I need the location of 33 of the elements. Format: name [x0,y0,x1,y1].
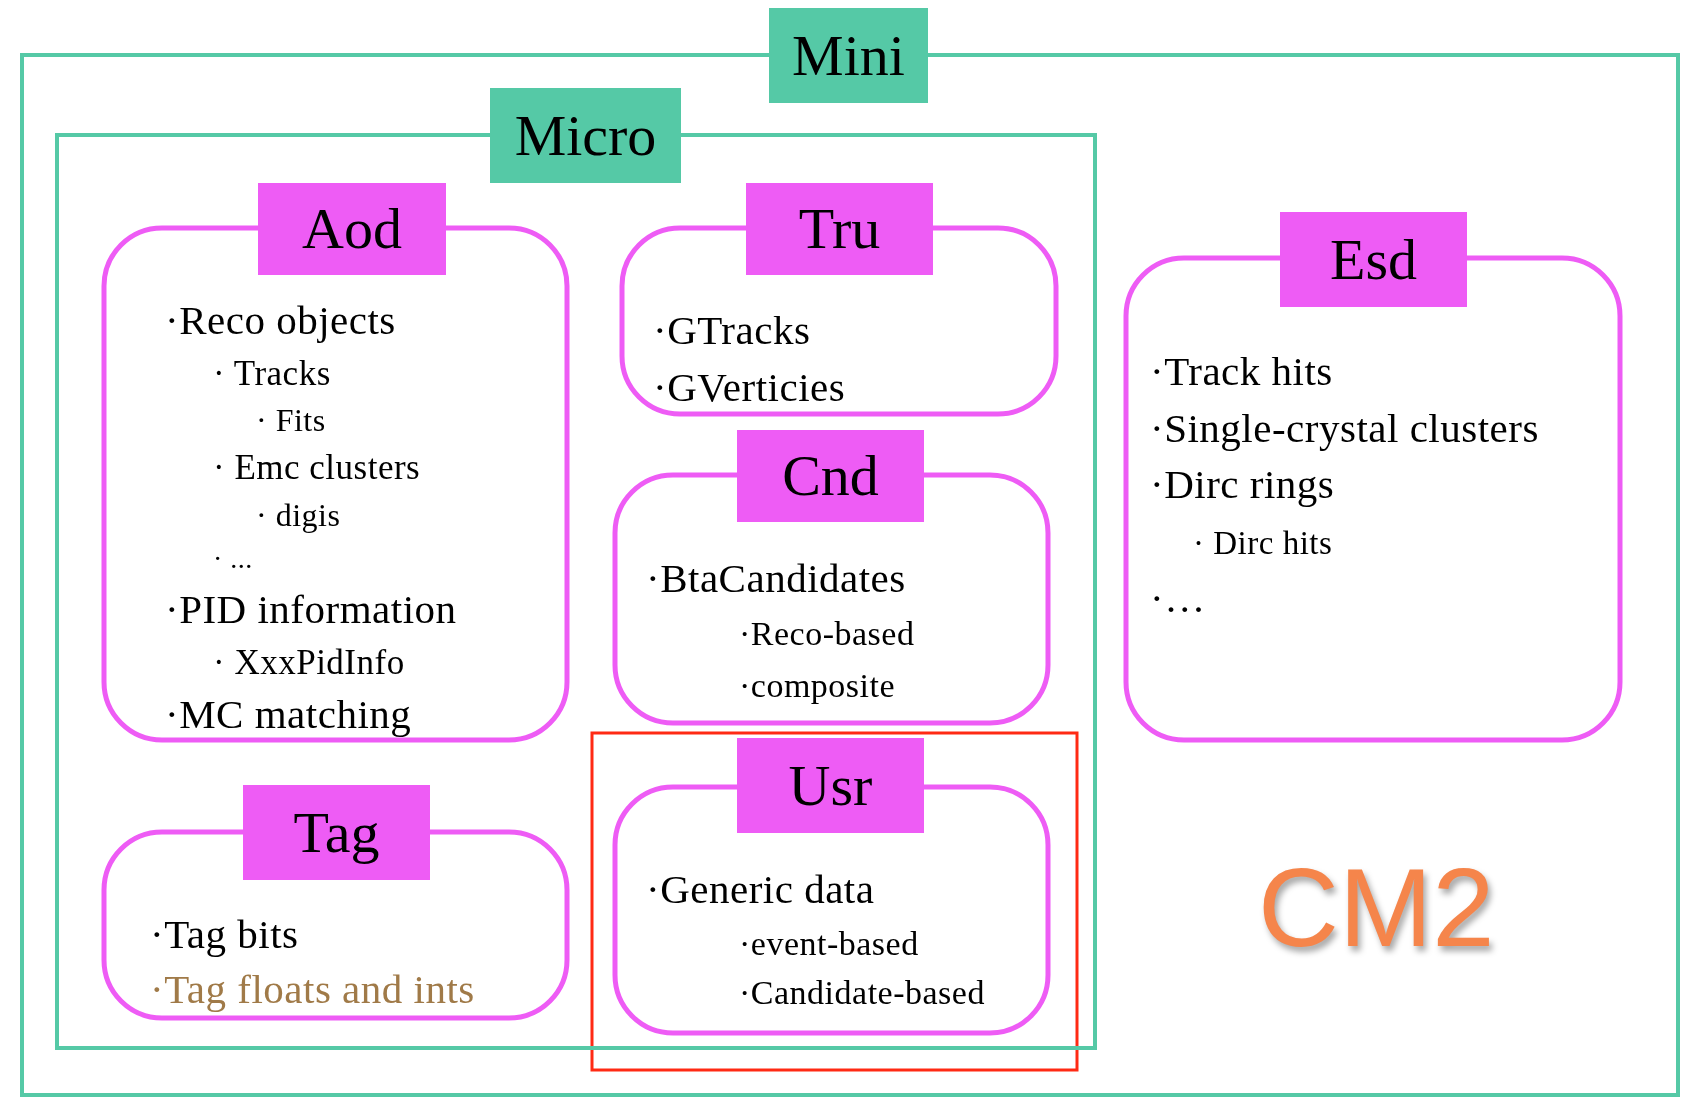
section-title: Cnd [737,430,924,522]
list-item: ·GVerticies [653,364,846,412]
section-title: Esd [1280,212,1467,307]
overlay-label: CM2 [1258,852,1495,964]
list-item: ·Reco-based [739,613,915,653]
list-item: ·Tag floats and ints [150,966,475,1014]
list-item: ·Single-crystal clusters [1150,405,1539,453]
list-item: · Dirc hits [1193,525,1333,564]
list-item: ·Candidate-based [739,972,985,1012]
list-item: ·event-based [739,923,919,963]
list-item: · Fits [256,401,326,439]
list-item: · digis [256,496,341,534]
list-item: ·Track hits [1150,348,1333,396]
list-item: ·Dirc rings [1150,461,1335,509]
list-item: · Tracks [213,354,331,395]
list-item: ·Generic data [646,866,875,914]
list-item: ·PID information [165,586,457,634]
list-item: ·composite [739,665,896,705]
section-title: Tag [243,785,430,880]
list-item: ·GTracks [653,307,811,355]
list-item: ·MC matching [165,691,412,739]
section-title: Micro [490,88,681,183]
section-title: Aod [258,183,446,275]
section-title: Usr [737,738,924,833]
list-item: · XxxPidInfo [213,643,405,684]
list-item: ·Reco objects [165,297,396,345]
list-item: ·… [1150,575,1206,623]
section-title: Tru [746,183,933,275]
list-item: · ... [213,543,253,576]
list-item: ·BtaCandidates [646,555,906,603]
list-item: · Emc clusters [213,448,421,489]
section-title: Mini [769,8,928,103]
list-item: ·Tag bits [150,911,299,959]
